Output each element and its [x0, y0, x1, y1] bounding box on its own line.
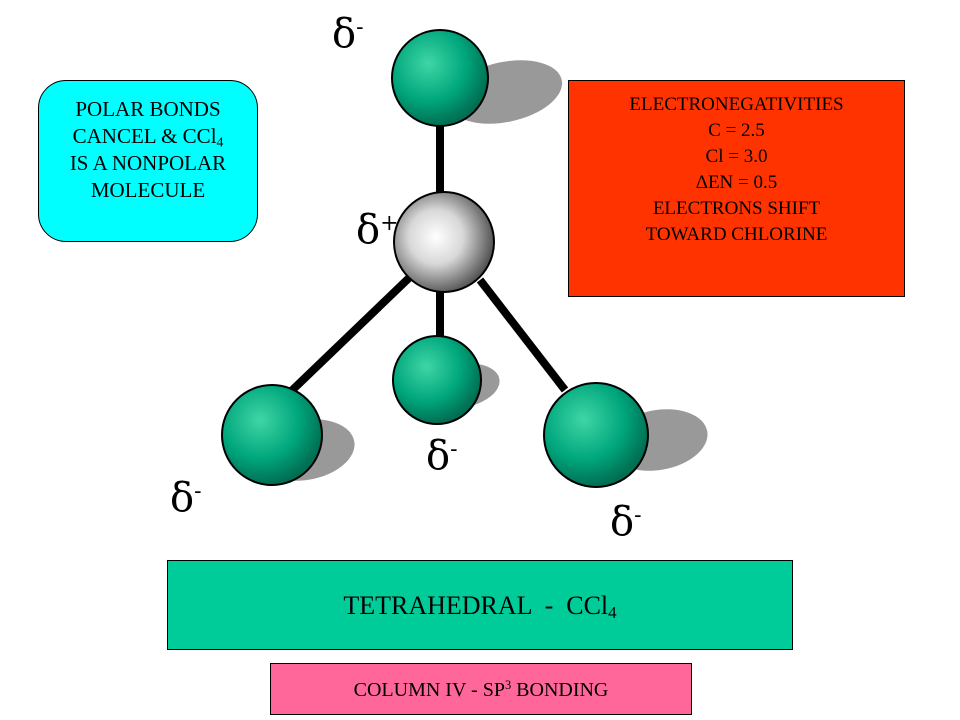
shape-subscript: 4: [608, 603, 617, 623]
shape-text: TETRAHEDRAL - CCl: [343, 591, 609, 620]
chlorine-atom-right: [543, 382, 649, 488]
polar-line-4: MOLECULE: [90, 178, 206, 202]
eneg-shift-1: ELECTRONS SHIFT: [652, 198, 821, 219]
polar-line-2: CANCEL & CCl4: [39, 123, 257, 150]
eneg-shift-2: TOWARD CHLORINE: [645, 224, 828, 245]
chlorine-atom-top: [391, 29, 489, 127]
bond-right: [476, 277, 569, 393]
delta-symbol: δ: [610, 499, 635, 545]
eneg-title: ELECTRONEGATIVITIES: [629, 94, 844, 115]
column-text: COLUMN IV - SP: [353, 679, 505, 701]
polar-line-3: IS A NONPOLAR: [69, 151, 227, 175]
chlorine-atom-left: [221, 384, 323, 486]
partial-charge-right: δ-: [610, 502, 642, 542]
partial-charge-top: δ-: [332, 14, 364, 54]
delta-symbol: δ: [332, 11, 357, 57]
delta-symbol: δ: [170, 475, 195, 521]
molecular-shape-label: TETRAHEDRAL - CCl4: [167, 560, 793, 650]
chlorine-atom-front: [392, 335, 482, 425]
minus-sign: -: [356, 14, 364, 40]
minus-sign: -: [194, 478, 202, 504]
column-superscript: 3: [504, 678, 512, 693]
eneg-carbon: C = 2.5: [708, 120, 765, 141]
hybridization-label: COLUMN IV - SP3 BONDING: [270, 663, 692, 715]
delta-symbol: δ: [426, 433, 451, 479]
minus-sign: -: [450, 436, 458, 462]
plus-sign: +: [380, 210, 399, 236]
eneg-delta: ΔEN = 0.5: [695, 172, 778, 193]
bond-left: [279, 274, 413, 403]
electronegativity-note: ELECTRONEGATIVITIES C = 2.5 Cl = 3.0 ΔEN…: [568, 80, 905, 297]
polar-line-2-subscript: 4: [216, 134, 224, 150]
carbon-atom: [393, 191, 495, 293]
partial-charge-carbon: δ+: [356, 210, 399, 250]
polar-line-1: POLAR BONDS: [75, 97, 221, 121]
partial-charge-front: δ-: [426, 436, 458, 476]
polar-line-2-text: CANCEL & CCl: [72, 124, 217, 148]
polar-bonds-note: POLAR BONDS CANCEL & CCl4 IS A NONPOLAR …: [38, 80, 258, 242]
partial-charge-left: δ-: [170, 478, 202, 518]
minus-sign: -: [634, 502, 642, 528]
eneg-chlorine: Cl = 3.0: [705, 146, 768, 167]
column-suffix: BONDING: [511, 679, 609, 701]
delta-symbol: δ: [356, 207, 381, 253]
